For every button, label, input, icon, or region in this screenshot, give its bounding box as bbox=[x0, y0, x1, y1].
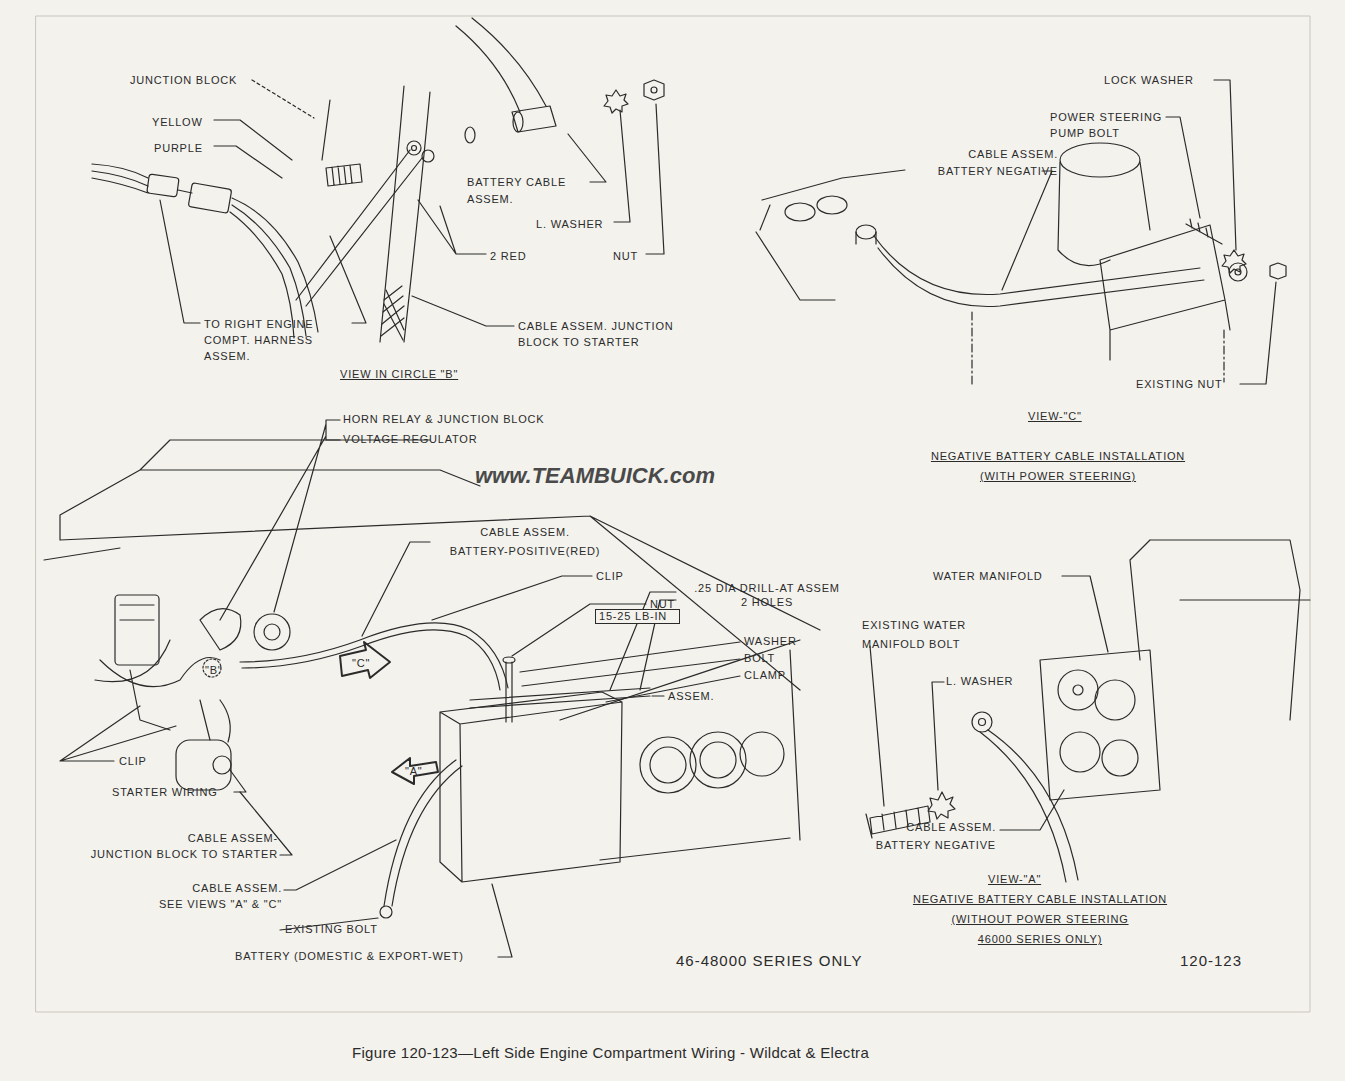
text-line: TO RIGHT ENGINE bbox=[204, 316, 313, 332]
wire-color: PURPLE bbox=[154, 140, 203, 156]
part-name: CABLE ASSEM. BATTERY NEGATIVE bbox=[938, 146, 1058, 180]
part-name: CABLE ASSEM- JUNCTION BLOCK TO STARTER bbox=[91, 830, 278, 862]
part-name: L. WASHER bbox=[946, 673, 1013, 689]
part-name: CABLE ASSEM. BATTERY NEGATIVE bbox=[876, 818, 996, 854]
view-title: VIEW-"A" bbox=[988, 871, 1041, 887]
view-title: NEGATIVE BATTERY CABLE INSTALLATION (WIT… bbox=[931, 446, 1185, 486]
part-name: WASHER bbox=[744, 633, 797, 649]
text-line: EXISTING WATER bbox=[862, 616, 966, 635]
part-name: CLAMP bbox=[744, 667, 786, 683]
text-line: BLOCK TO STARTER bbox=[518, 334, 674, 350]
torque-spec: 15-25 LB-IN bbox=[599, 610, 667, 622]
text-line: (WITHOUT POWER STEERING bbox=[913, 909, 1167, 929]
text-line: SEE VIEWS "A" & "C" bbox=[159, 896, 282, 912]
part-name: EXISTING NUT bbox=[1136, 376, 1223, 392]
part-name: CABLE ASSEM. SEE VIEWS "A" & "C" bbox=[159, 880, 282, 912]
part-name: L. WASHER bbox=[536, 216, 603, 232]
part-name: CABLE ASSEM. JUNCTION BLOCK TO STARTER bbox=[518, 318, 674, 350]
part-name: LOCK WASHER bbox=[1104, 72, 1194, 88]
text-line: MANIFOLD BOLT bbox=[862, 635, 966, 654]
text-line: BATTERY-POSITIVE(RED) bbox=[450, 542, 600, 561]
text-line: NEGATIVE BATTERY CABLE INSTALLATION bbox=[931, 446, 1185, 466]
part-name: BOLT bbox=[744, 650, 775, 666]
view-arrow-letter: "A" bbox=[405, 763, 423, 779]
torque-box: 15-25 LB-IN bbox=[595, 609, 680, 624]
text-line: BATTERY NEGATIVE bbox=[876, 836, 996, 854]
part-name: WATER MANIFOLD bbox=[933, 568, 1043, 584]
text-line: JUNCTION BLOCK TO STARTER bbox=[91, 846, 278, 862]
text-line: .25 DIA DRILL-AT ASSEM bbox=[694, 581, 840, 595]
text-line: BATTERY NEGATIVE bbox=[938, 163, 1058, 180]
part-name: CABLE ASSEM. BATTERY-POSITIVE(RED) bbox=[450, 523, 600, 561]
view-title: VIEW IN CIRCLE "B" bbox=[340, 366, 458, 382]
part-name: CLIP bbox=[596, 568, 624, 584]
view-circle-letter: "B" bbox=[205, 662, 223, 678]
text-line: CABLE ASSEM. bbox=[876, 818, 996, 836]
part-name: ASSEM. bbox=[668, 688, 714, 704]
wire-color: 2 RED bbox=[490, 248, 526, 264]
text-line: CABLE ASSEM- bbox=[91, 830, 278, 846]
text-line: PUMP BOLT bbox=[1050, 125, 1162, 141]
part-name: JUNCTION BLOCK bbox=[130, 72, 237, 88]
text-line: 46000 SERIES ONLY) bbox=[913, 929, 1167, 949]
figure-number: 120-123 bbox=[1180, 952, 1242, 970]
text-line: CABLE ASSEM. bbox=[450, 523, 600, 542]
part-name: CLIP bbox=[119, 753, 147, 769]
text-line: POWER STEERING bbox=[1050, 109, 1162, 125]
part-name: EXISTING WATER MANIFOLD BOLT bbox=[862, 616, 966, 654]
dimension-note: .25 DIA DRILL-AT ASSEM 2 HOLES bbox=[694, 581, 840, 609]
view-arrow-letter: "C" bbox=[352, 655, 370, 671]
text-line: COMPT. HARNESS bbox=[204, 332, 313, 348]
view-title: VIEW-"C" bbox=[1028, 408, 1082, 424]
text-line: ASSEM. bbox=[204, 348, 313, 364]
part-name: HORN RELAY & JUNCTION BLOCK bbox=[343, 411, 545, 427]
wire-color: YELLOW bbox=[152, 114, 203, 130]
part-name: TO RIGHT ENGINE COMPT. HARNESS ASSEM. bbox=[204, 316, 313, 364]
part-name: EXISTING BOLT bbox=[285, 921, 378, 937]
part-name: STARTER WIRING bbox=[112, 784, 218, 800]
series-note: 46-48000 SERIES ONLY bbox=[676, 952, 862, 970]
figure-caption: Figure 120-123—Left Side Engine Compartm… bbox=[352, 1045, 869, 1061]
text-line: (WITH POWER STEERING) bbox=[931, 466, 1185, 486]
part-name: BATTERY (DOMESTIC & EXPORT-WET) bbox=[235, 948, 464, 964]
view-title: NEGATIVE BATTERY CABLE INSTALLATION (WIT… bbox=[913, 889, 1167, 949]
part-name: BATTERY CABLE ASSEM. bbox=[467, 174, 566, 208]
part-name: POWER STEERING PUMP BOLT bbox=[1050, 109, 1162, 141]
text-line: CABLE ASSEM. bbox=[938, 146, 1058, 163]
text-line: BATTERY CABLE bbox=[467, 174, 566, 191]
text-line: CABLE ASSEM. JUNCTION bbox=[518, 318, 674, 334]
text-line: CABLE ASSEM. bbox=[159, 880, 282, 896]
part-name: VOLTAGE REGULATOR bbox=[343, 431, 477, 447]
part-name: NUT bbox=[613, 248, 638, 264]
watermark: www.TEAMBUICK.com bbox=[475, 463, 715, 489]
text-line: 2 HOLES bbox=[694, 595, 840, 609]
text-line: NEGATIVE BATTERY CABLE INSTALLATION bbox=[913, 889, 1167, 909]
text-line: ASSEM. bbox=[467, 191, 566, 208]
